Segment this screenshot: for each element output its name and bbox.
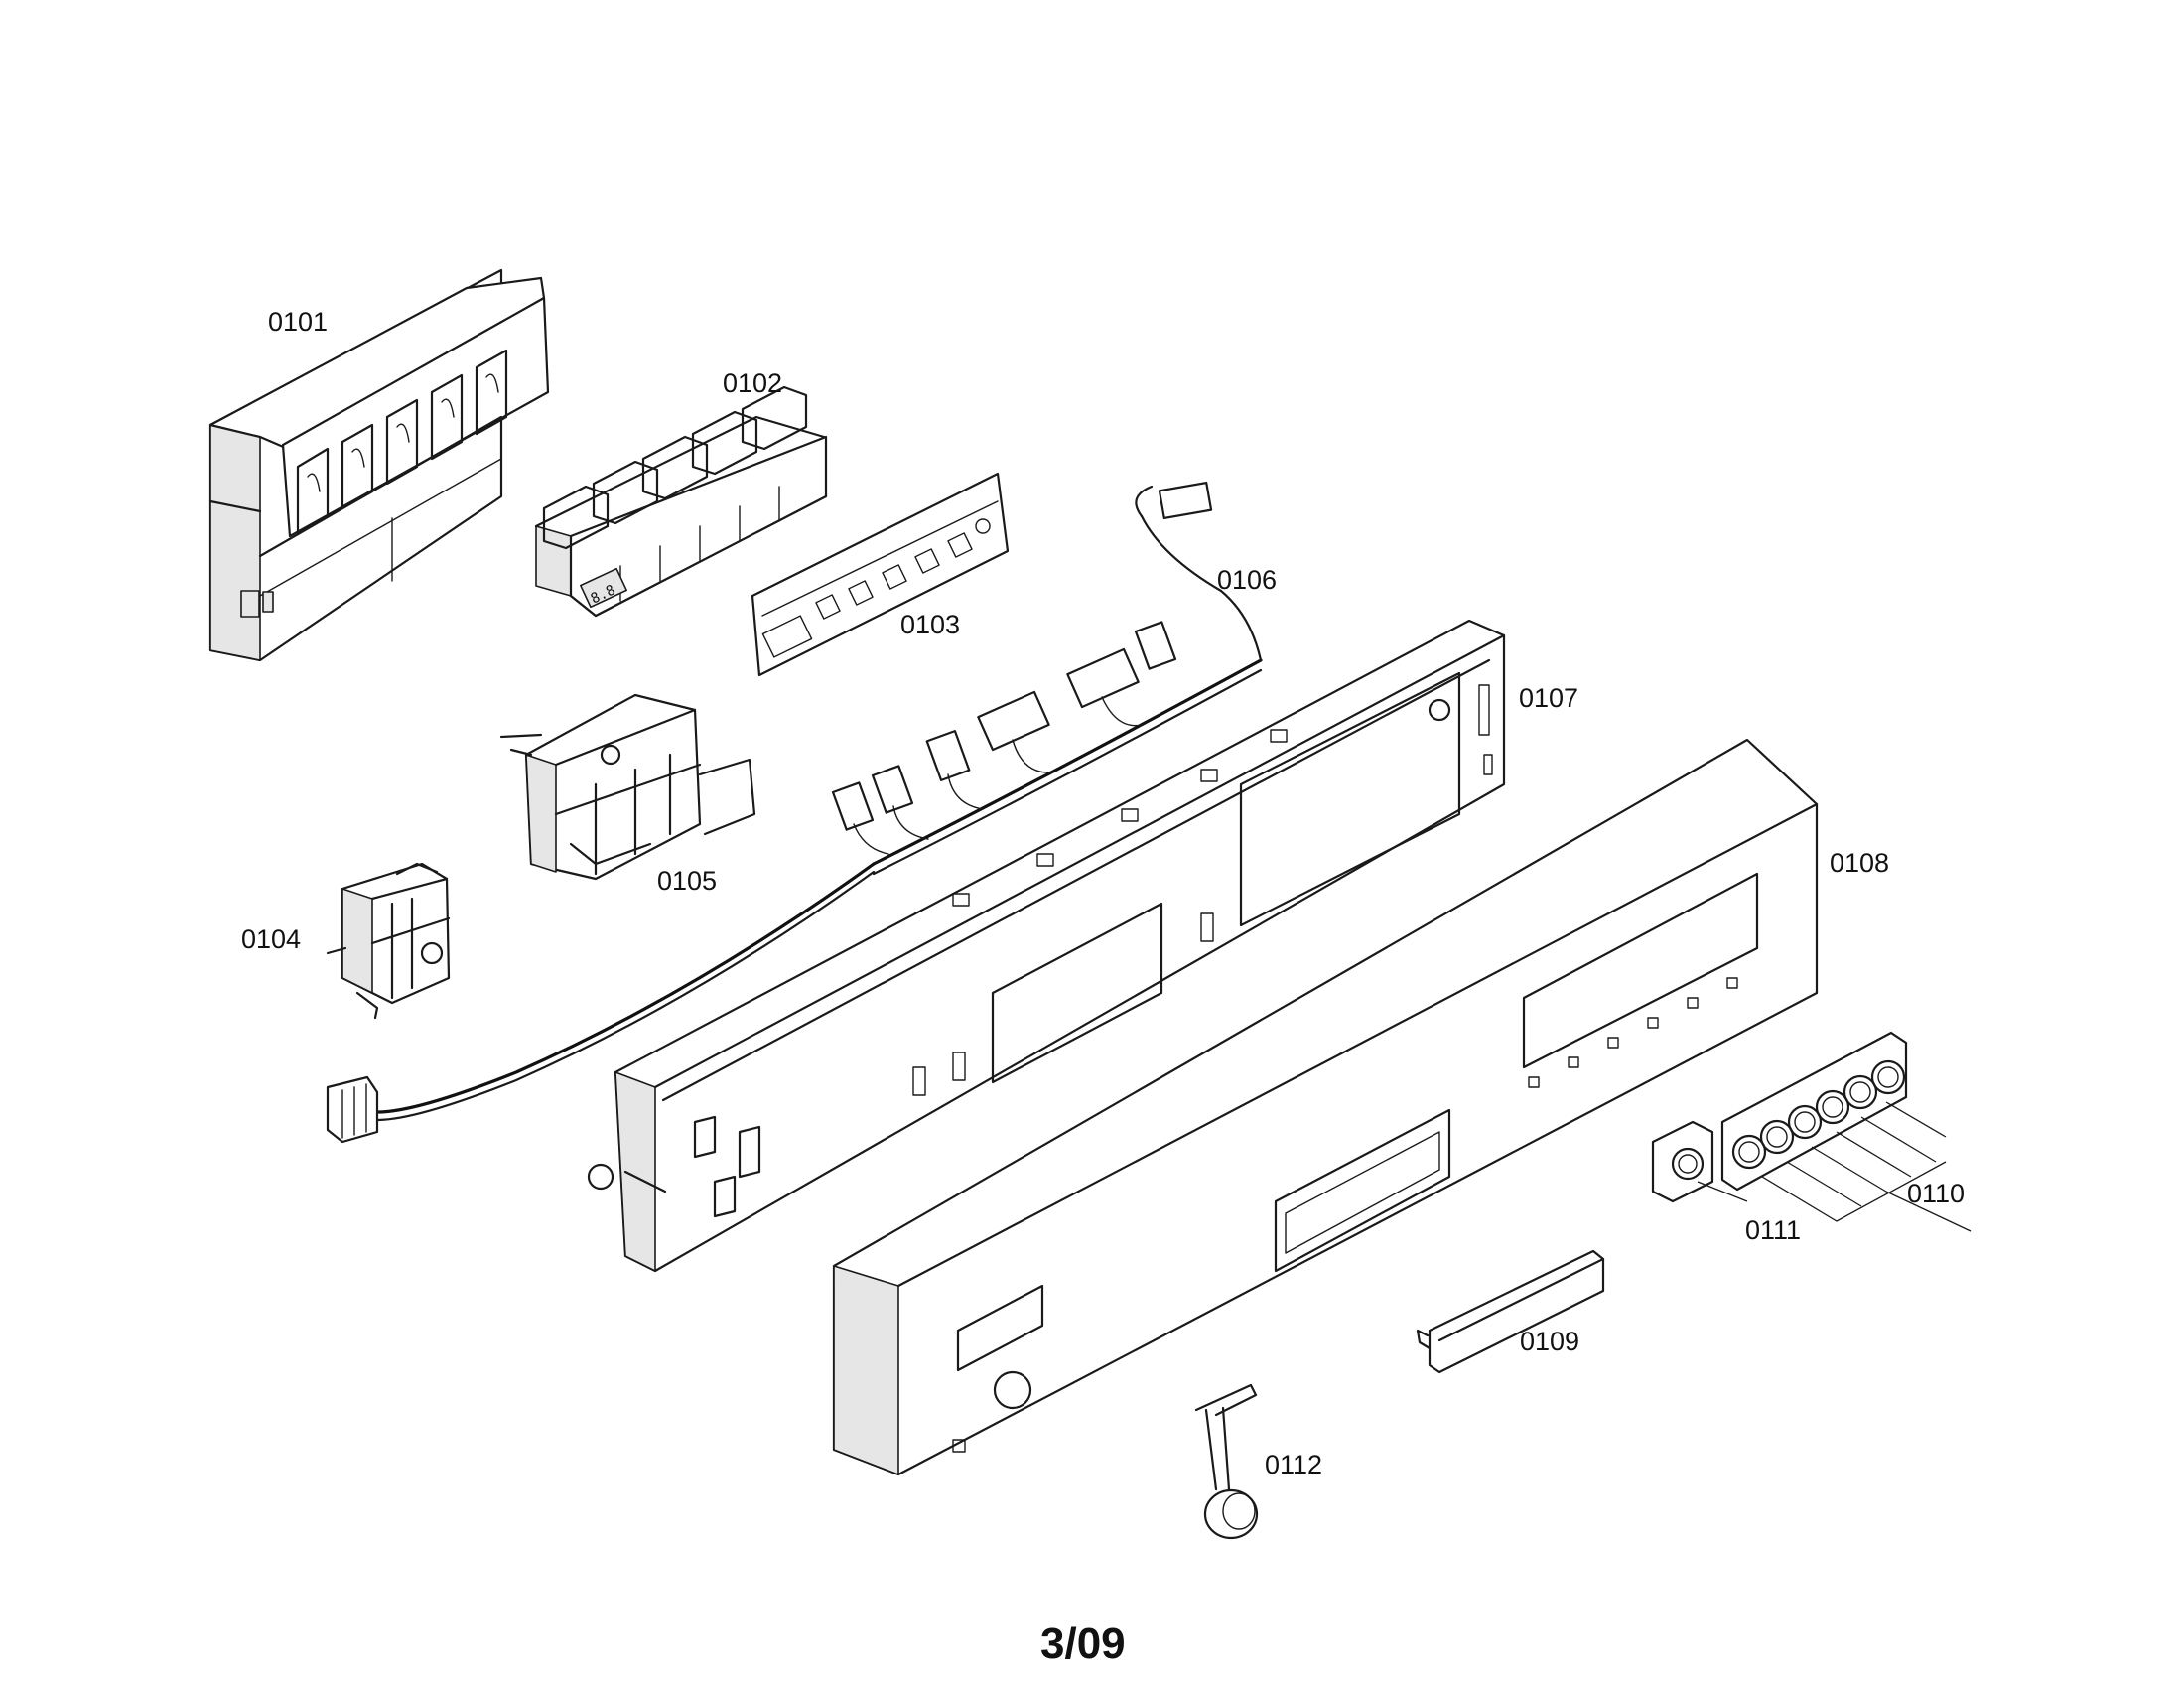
label-0111: 0111 — [1745, 1215, 1801, 1245]
part-0105-switch-assembly — [499, 693, 756, 881]
label-0107: 0107 — [1519, 683, 1578, 713]
part-0108-front-fascia — [832, 738, 1819, 1476]
part-0112-knob — [1194, 1383, 1259, 1540]
label-0112: 0112 — [1265, 1450, 1322, 1479]
part-0110-button-set — [1720, 1031, 1972, 1232]
part-0104-door-switch — [326, 862, 451, 1020]
label-0106: 0106 — [1217, 565, 1277, 595]
part-0102-button-housing: 8.8 — [534, 385, 828, 618]
label-0109: 0109 — [1520, 1327, 1579, 1356]
part-0107-inner-panel-frame — [587, 619, 1506, 1273]
part-0106-wiring-harness — [326, 481, 1263, 1144]
label-0105: 0105 — [657, 866, 717, 896]
label-0102: 0102 — [723, 368, 782, 398]
part-0103-label-strip — [751, 472, 1010, 677]
part-0109-handle-trim — [1416, 1249, 1605, 1374]
label-0104: 0104 — [241, 924, 301, 954]
label-0101: 0101 — [268, 307, 328, 337]
label-0110: 0110 — [1907, 1179, 1965, 1208]
label-0108: 0108 — [1830, 848, 1889, 878]
label-0103: 0103 — [900, 610, 960, 639]
part-0101-control-module — [208, 268, 550, 662]
page-number: 3/09 — [1040, 1619, 1126, 1668]
part-0111-single-button — [1651, 1120, 1748, 1203]
